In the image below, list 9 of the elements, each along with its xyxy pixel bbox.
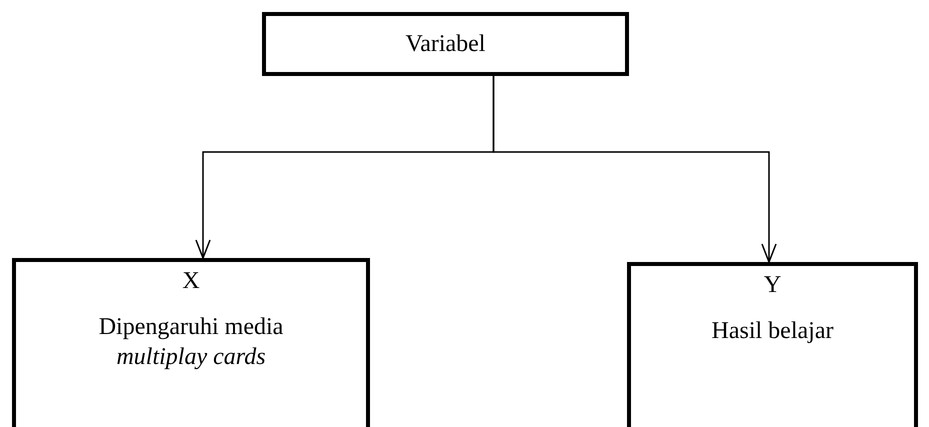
process-box [262,12,629,76]
arrow [492,76,777,263]
process-box [12,258,370,427]
process-box [627,262,918,427]
box-label: Hasil belajar [710,317,834,346]
variable-symbol: Y [764,271,782,300]
box-label: Dipengaruhi media multiplay cards [98,313,284,372]
variable-symbol: X [182,267,200,296]
box-label: Variabel [406,30,486,59]
